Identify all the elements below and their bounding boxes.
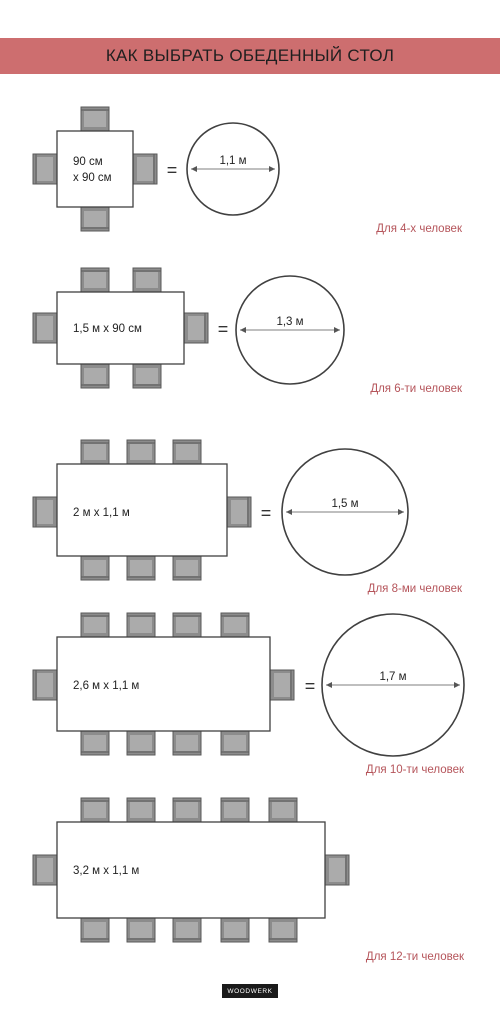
rectangular-table: [56, 463, 228, 557]
table-size-label: 3,2 м х 1,1 м: [73, 865, 139, 877]
capacity-caption: Для 10-ти человек: [366, 764, 465, 776]
title-band: КАК ВЫБРАТЬ ОБЕДЕННЫЙ СТОЛ: [0, 38, 500, 74]
rectangular-table: [56, 291, 185, 365]
equals-sign: =: [218, 319, 229, 339]
table-row-2: 1,5 м х 90 см = 1,3 м Для 6-ти человек: [32, 267, 463, 395]
table-size-label: 90 см: [73, 156, 103, 168]
arrow-left-icon: [240, 327, 246, 333]
table-size-label: 2 м х 1,1 м: [73, 507, 130, 519]
capacity-caption: Для 8-ми человек: [368, 583, 463, 595]
arrow-right-icon: [454, 682, 460, 688]
arrow-left-icon: [326, 682, 332, 688]
round-diameter-label: 1,1 м: [219, 155, 246, 167]
table-size-label: 2,6 м х 1,1 м: [73, 680, 139, 692]
table-row-4: 2,6 м х 1,1 м = 1,7 м Для 10-ти человек: [32, 612, 465, 776]
arrow-right-icon: [334, 327, 340, 333]
capacity-caption: Для 12-ти человек: [366, 951, 465, 963]
table-row-1: 90 см х 90 см = 1,1 м Для 4-х человек: [32, 106, 463, 235]
square-table: [56, 130, 134, 208]
equals-sign: =: [305, 676, 316, 696]
round-diameter-label: 1,7 м: [379, 671, 406, 683]
round-diameter-label: 1,3 м: [276, 316, 303, 328]
rectangular-table: [56, 636, 271, 732]
arrow-left-icon: [191, 166, 197, 172]
capacity-caption: Для 4-х человек: [376, 223, 463, 235]
round-diameter-label: 1,5 м: [331, 498, 358, 510]
table-size-label: 1,5 м х 90 см: [73, 323, 142, 335]
equals-sign: =: [167, 160, 178, 180]
capacity-caption: Для 6-ти человек: [370, 383, 463, 395]
table-row-3: 2 м х 1,1 м = 1,5 м Для 8-ми человек: [32, 439, 463, 595]
table-size-label: х 90 см: [73, 172, 112, 184]
arrow-right-icon: [398, 509, 404, 515]
equals-sign: =: [261, 503, 272, 523]
arrow-left-icon: [286, 509, 292, 515]
table-row-5: 3,2 м х 1,1 м Для 12-ти человек: [32, 797, 465, 963]
rectangular-table: [56, 821, 326, 919]
page-title: КАК ВЫБРАТЬ ОБЕДЕННЫЙ СТОЛ: [105, 46, 395, 65]
arrow-right-icon: [269, 166, 275, 172]
brand-logo: WOODWERK: [222, 984, 278, 998]
